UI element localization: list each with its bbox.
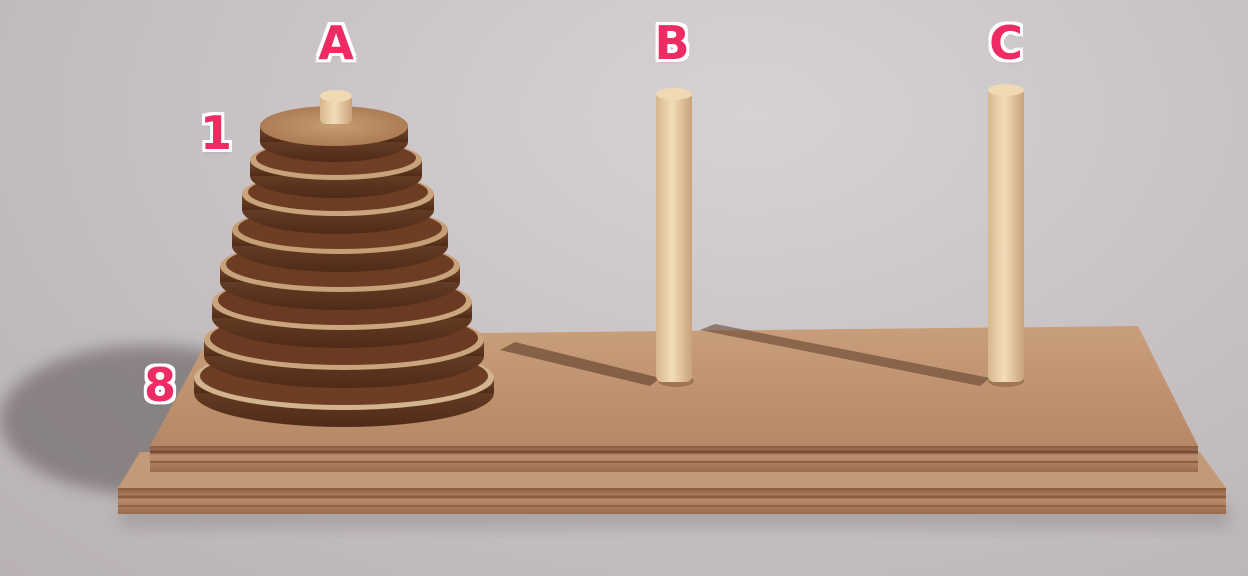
base-board-lower-front — [118, 488, 1226, 514]
peg-a-label: A — [318, 16, 354, 70]
top-disk-label: 1 — [199, 106, 233, 160]
peg-c-label: C — [989, 16, 1023, 70]
peg-a-tip — [320, 90, 352, 102]
peg-b-label: B — [654, 16, 690, 70]
peg-a — [320, 94, 352, 124]
disk-1-top — [260, 106, 408, 146]
disk-1 — [260, 106, 408, 162]
bottom-disk-label: 8 — [143, 358, 177, 412]
peg-c — [988, 88, 1024, 382]
peg-b-shadow — [500, 342, 660, 386]
peg-c-tip — [988, 84, 1024, 96]
peg-b-tip — [656, 88, 692, 100]
peg-c-shadow — [700, 324, 990, 386]
base-board-front — [150, 446, 1198, 472]
peg-b — [656, 92, 692, 382]
